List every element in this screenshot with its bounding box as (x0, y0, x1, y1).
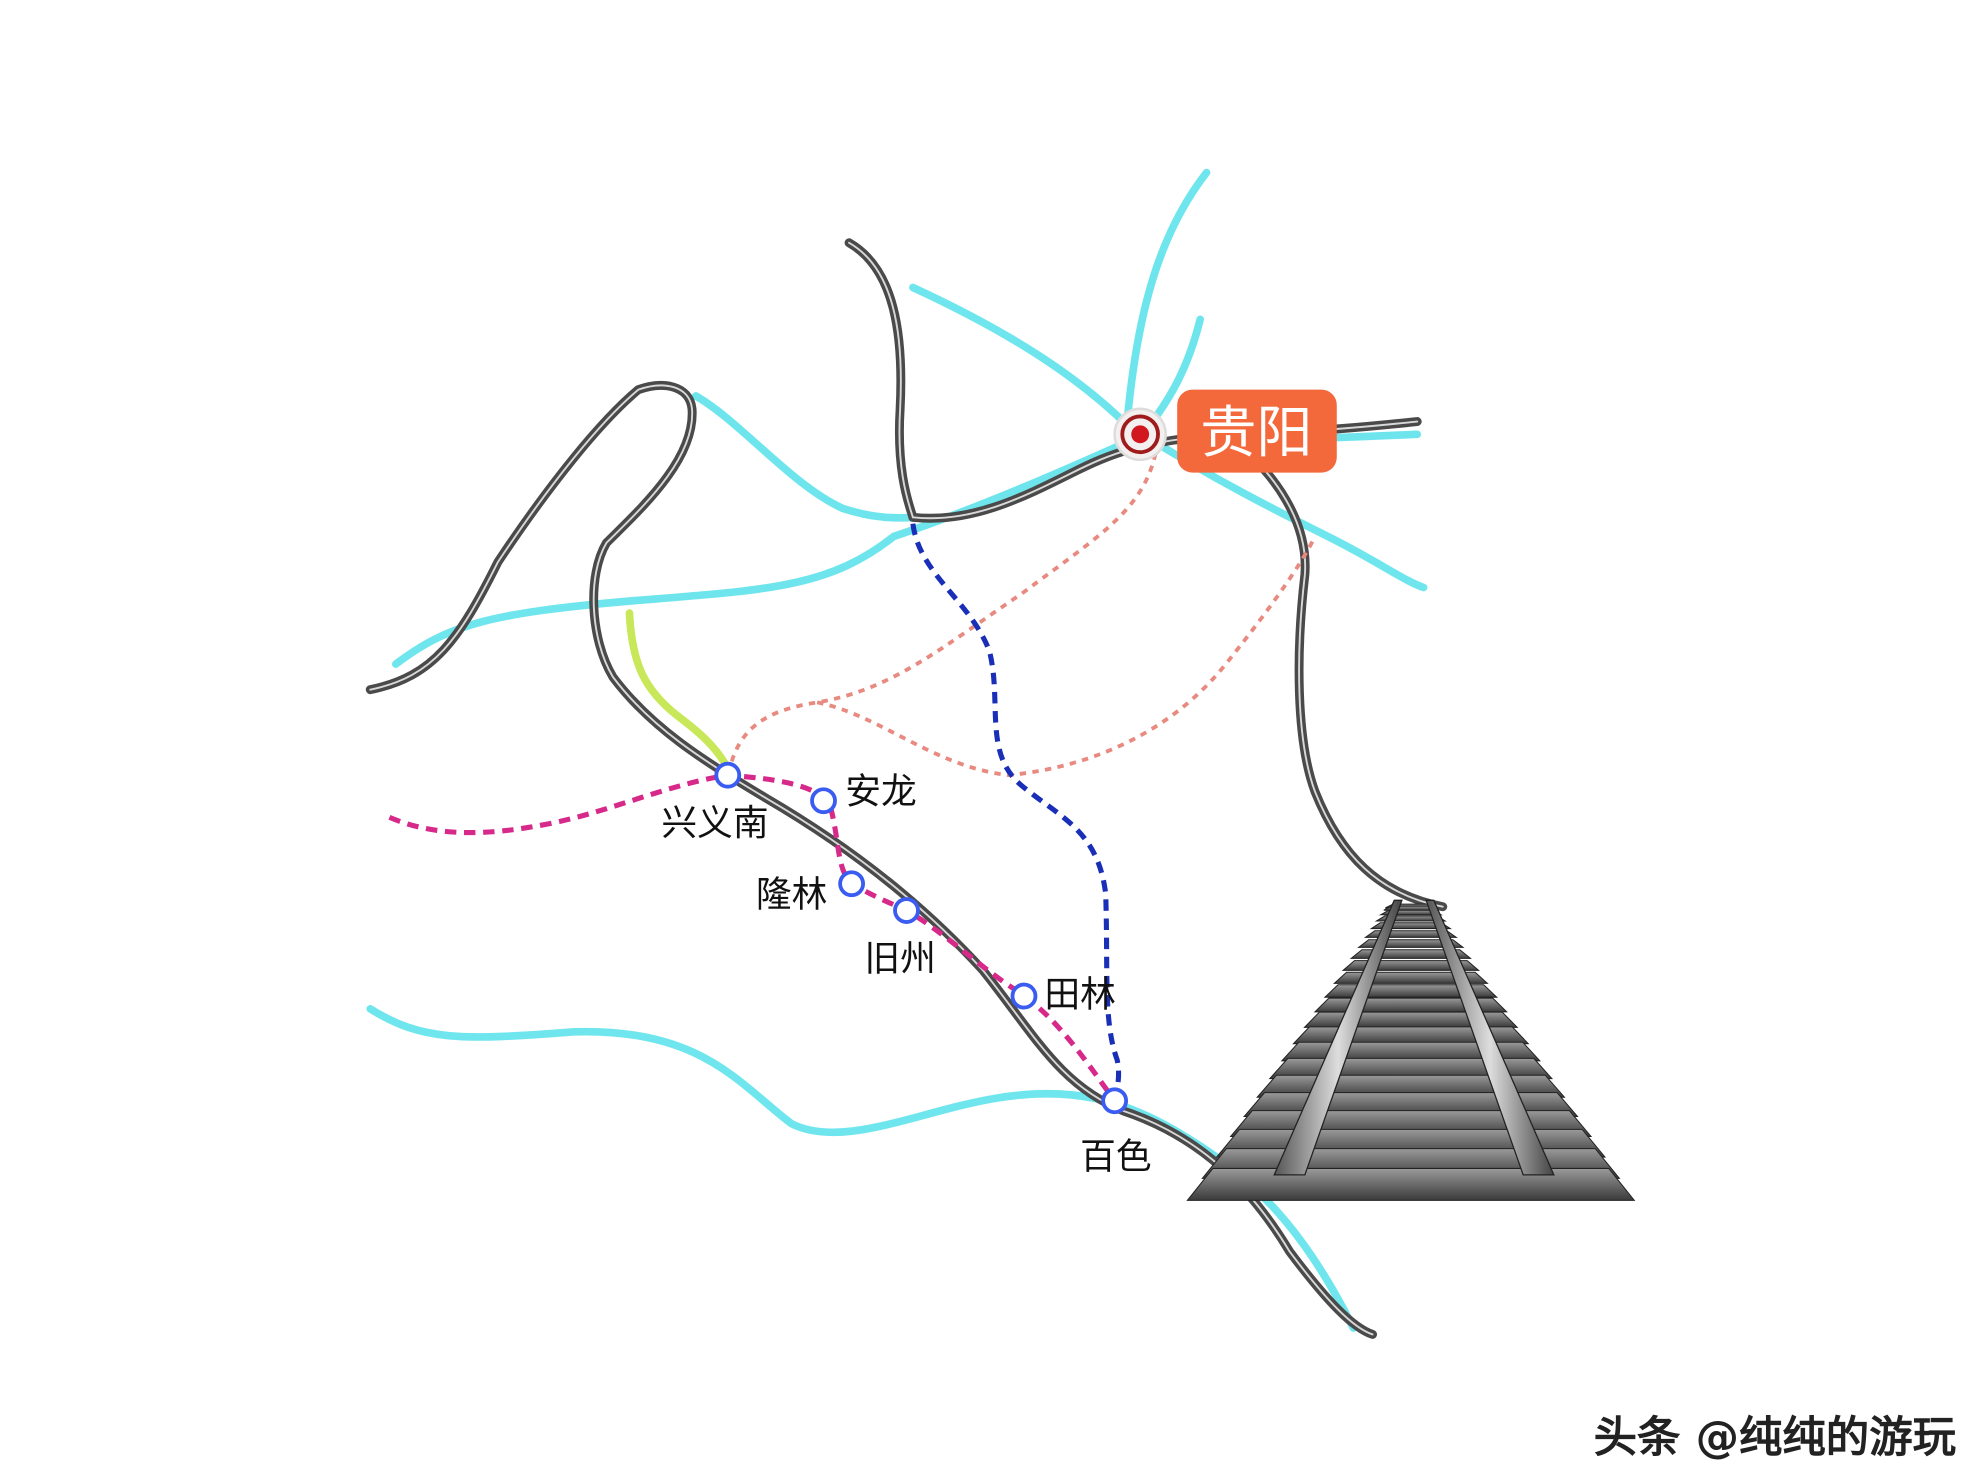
station-marker (838, 870, 866, 898)
track-sleeper (1186, 1167, 1636, 1201)
city-label-bg (1177, 389, 1337, 473)
watermark: 头条 @纯纯的游玩 (1594, 1413, 1956, 1463)
track-rail (1425, 899, 1555, 1176)
station-label: 旧州 (864, 939, 935, 980)
river (1122, 168, 1211, 439)
branch-line (625, 609, 730, 768)
railways (365, 238, 1448, 1339)
river (909, 283, 1134, 432)
track-rail (1273, 899, 1403, 1176)
station-marker (1101, 1087, 1129, 1115)
station-marker (1010, 982, 1038, 1010)
city-marker-guiyang (1113, 407, 1167, 462)
station-label: 百色 (1080, 1136, 1151, 1177)
station-label: 兴义南 (661, 803, 768, 844)
river (391, 436, 1134, 668)
station-marker (810, 787, 837, 815)
station-label: 安龙 (845, 771, 916, 812)
alt-line (910, 523, 1122, 1102)
city-label: 贵阳 (1200, 401, 1312, 466)
station-marker (714, 761, 742, 789)
railway-track-icon (1186, 899, 1636, 1201)
station-marker (893, 897, 920, 924)
river (692, 392, 924, 522)
proposed-lines (728, 453, 1317, 778)
river (366, 1005, 1358, 1332)
stations (714, 761, 1129, 1115)
station-label: 隆林 (756, 875, 827, 916)
station-label: 田林 (1044, 974, 1115, 1015)
